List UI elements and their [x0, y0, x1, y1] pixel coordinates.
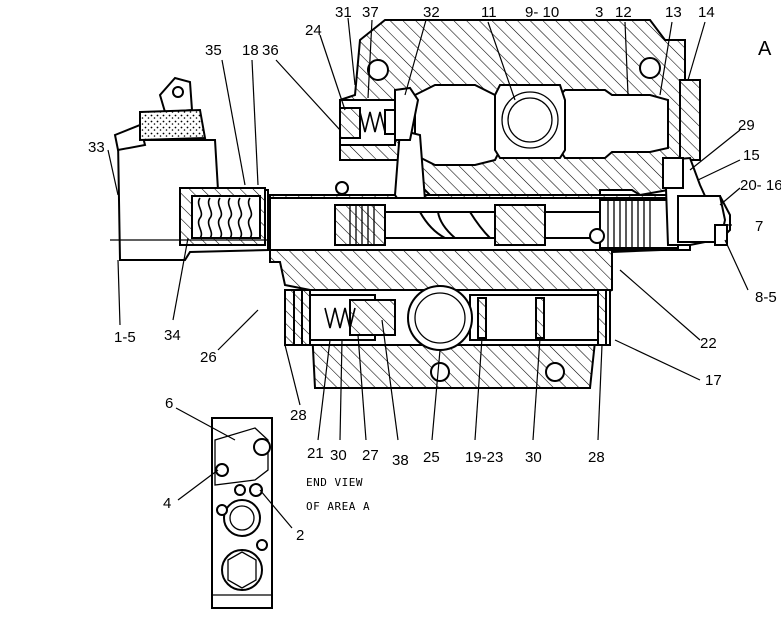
callout-12: 12 [615, 4, 632, 21]
callout-26: 26 [200, 349, 217, 366]
callout-labels: A 31 37 32 24 11 9- 10 3 12 13 14 35 18 … [88, 4, 781, 544]
relief-valve-cartridge [339, 86, 420, 146]
callout-18: 18 [242, 42, 259, 59]
callout-2: 2 [296, 527, 304, 544]
callout-30-left: 30 [330, 447, 347, 464]
callout-21: 21 [307, 445, 324, 462]
callout-28-right: 28 [588, 449, 605, 466]
end-view-area-a: END VIEW OF AREA A [211, 417, 370, 609]
callout-24: 24 [305, 22, 322, 39]
callout-15: 15 [743, 147, 760, 164]
end-view-caption-line2: OF AREA A [306, 500, 370, 513]
callout-28-left: 28 [290, 407, 307, 424]
callout-4: 4 [163, 495, 171, 512]
callout-22: 22 [700, 335, 717, 352]
callout-7: 7 [755, 218, 763, 235]
callout-30-right: 30 [525, 449, 542, 466]
callout-25: 25 [423, 449, 440, 466]
callout-1-5: 1-5 [114, 329, 136, 346]
callout-17: 17 [705, 372, 722, 389]
valve-body [269, 19, 701, 389]
view-label-a: A [758, 38, 772, 60]
spring-coil [197, 197, 253, 239]
callout-6: 6 [165, 395, 173, 412]
callout-13: 13 [665, 4, 682, 21]
callout-31: 31 [335, 4, 352, 21]
callout-19-23: 19-23 [465, 449, 503, 466]
callout-8-5: 8-5 [755, 289, 777, 306]
callout-36: 36 [262, 42, 279, 59]
callout-20-16: 20- 16 [740, 177, 781, 194]
callout-38: 38 [392, 452, 409, 469]
callout-3: 3 [595, 4, 603, 21]
callout-14: 14 [698, 4, 715, 21]
spool-grooves [349, 200, 651, 248]
callout-9-10: 9- 10 [525, 4, 559, 21]
callout-35: 35 [205, 42, 222, 59]
callout-37: 37 [362, 4, 379, 21]
callout-29: 29 [738, 117, 755, 134]
spring-housing-assembly [110, 76, 270, 261]
leader-lines [107, 17, 749, 529]
callout-32: 32 [423, 4, 440, 21]
lower-seals [293, 289, 607, 346]
callout-34: 34 [164, 327, 181, 344]
callout-11: 11 [481, 4, 497, 21]
callout-27: 27 [362, 447, 379, 464]
end-view-caption-line1: END VIEW [306, 476, 363, 489]
callout-33: 33 [88, 139, 105, 156]
